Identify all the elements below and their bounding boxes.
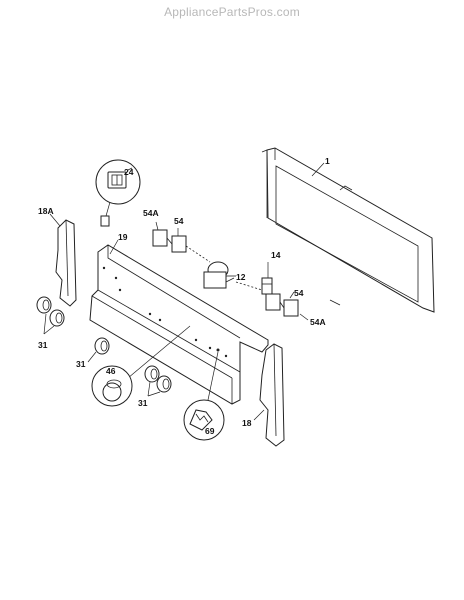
callout-31-lower: 31 xyxy=(138,398,148,408)
left-end-cap-part: 18A xyxy=(38,206,77,307)
callout-1: 1 xyxy=(325,156,330,166)
callout-54a-lower: 54A xyxy=(310,317,326,327)
callout-18: 18 xyxy=(242,418,252,428)
callout-19: 19 xyxy=(118,232,128,242)
right-end-cap-part: 18 xyxy=(242,343,285,447)
callout-24: 24 xyxy=(124,167,134,177)
knob-pair-left: 31 xyxy=(36,296,65,350)
watermark: AppliancePartsPros.com xyxy=(164,5,300,19)
knob-pair-lower: 31 xyxy=(138,365,172,408)
screw-part: 69 xyxy=(183,348,225,441)
small-switch-part: 14 xyxy=(261,250,281,295)
indicator-lens-part: 46 xyxy=(91,325,191,407)
callout-54a-upper: 54A xyxy=(143,208,159,218)
lower-infinite-switches: 54 54A xyxy=(265,288,326,327)
knob-single-middle: 31 xyxy=(76,337,110,369)
callout-14: 14 xyxy=(271,250,281,260)
callout-69: 69 xyxy=(205,426,215,436)
callout-18a: 18A xyxy=(38,206,54,216)
rocker-switch-part: 24 xyxy=(95,159,141,227)
callout-31-left: 31 xyxy=(38,340,48,350)
callout-31-middle: 31 xyxy=(76,359,86,369)
rear-panel-part: 1 xyxy=(261,147,435,313)
callout-54-lower: 54 xyxy=(294,288,304,298)
callout-46: 46 xyxy=(106,366,116,376)
control-panel-part: 19 xyxy=(89,232,269,405)
callout-54-upper: 54 xyxy=(174,216,184,226)
assembly-guide-lines xyxy=(185,245,263,291)
upper-infinite-switches: 54A 54 xyxy=(143,208,187,253)
callout-12: 12 xyxy=(236,272,246,282)
clock-selector-part: 12 xyxy=(203,261,246,289)
